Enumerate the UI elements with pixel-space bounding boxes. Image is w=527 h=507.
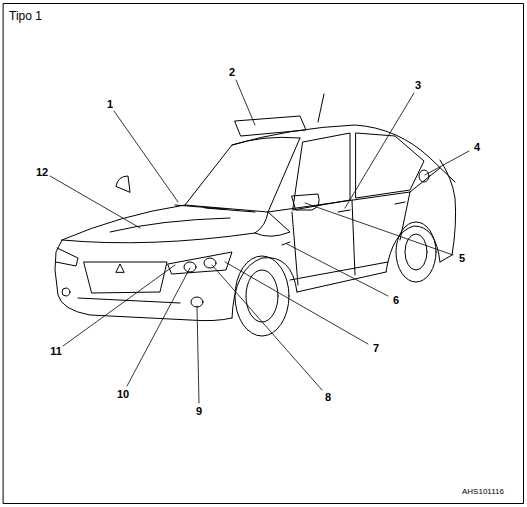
callout-number: 4 [474, 142, 480, 153]
figure-code: AHS101116 [462, 488, 504, 496]
callout-number: 9 [196, 406, 202, 417]
callout-number: 10 [117, 389, 129, 400]
figure-title: Tipo 1 [9, 10, 42, 22]
callout-number: 12 [36, 167, 48, 178]
leader-lines [50, 80, 469, 403]
callout-number: 3 [415, 80, 421, 91]
callout-number: 5 [459, 253, 465, 264]
callout-number: 6 [393, 295, 399, 306]
callout-number: 2 [229, 67, 235, 78]
callout-number: 7 [373, 343, 379, 354]
callout-number: 11 [50, 346, 62, 357]
car-body [55, 94, 456, 336]
callout-number: 8 [325, 392, 331, 403]
callout-number: 1 [107, 99, 113, 110]
frame [4, 4, 524, 504]
